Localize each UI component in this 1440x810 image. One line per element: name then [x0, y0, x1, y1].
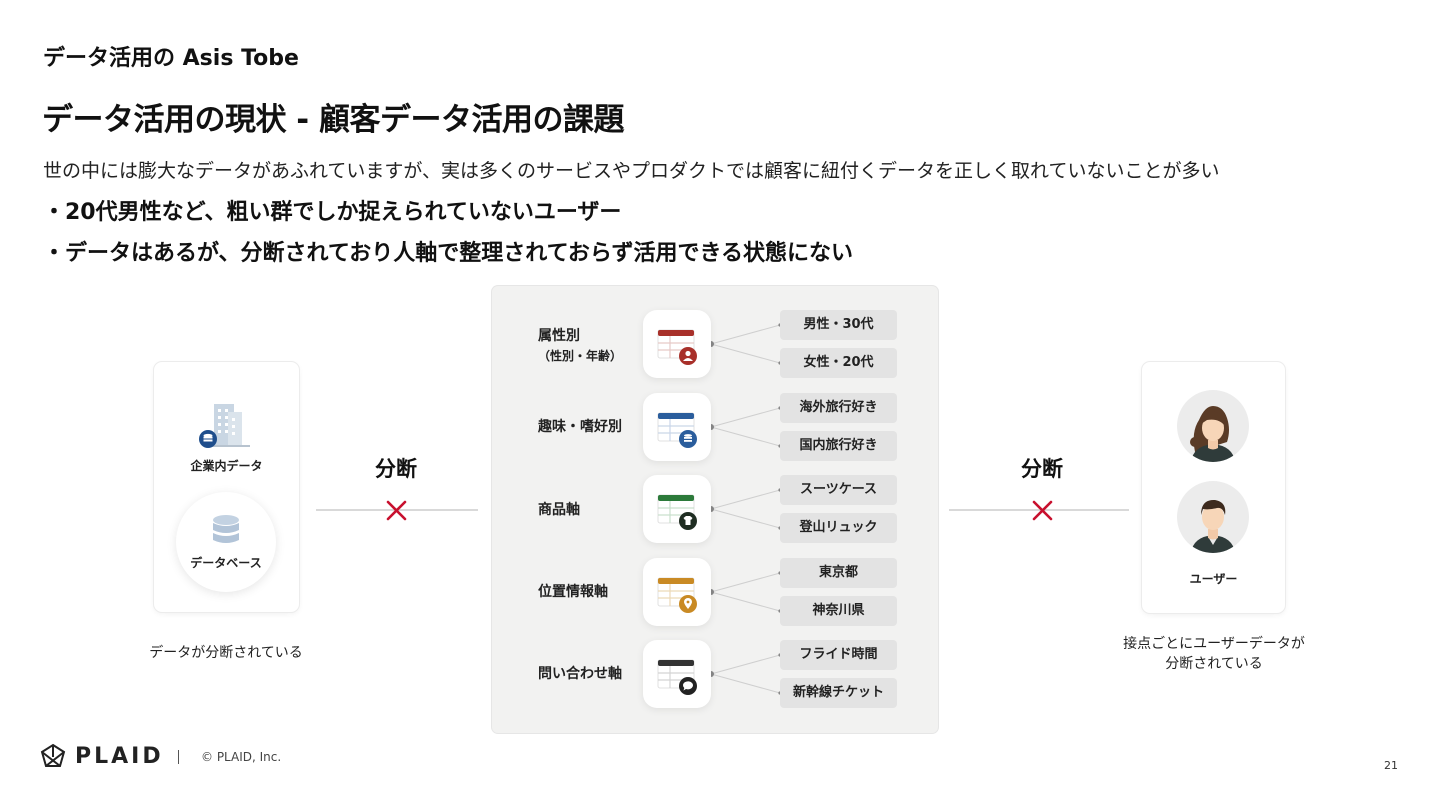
- lead-text: 世の中には膨大なデータがあふれていますが、実は多くのサービスやプロダクトでは顧客…: [43, 160, 1220, 182]
- bullet-1: ・20代男性など、粗い群でしか捉えられていないユーザー: [43, 200, 622, 225]
- chip-flight-time: フライド時間: [780, 640, 897, 670]
- internal-data-card: 企業内データ データベース: [154, 362, 299, 612]
- chip-domestic-travel: 国内旅行好き: [780, 431, 897, 461]
- chip-kanagawa: 神奈川県: [780, 596, 897, 626]
- row-label-hobby: 趣味・嗜好別: [538, 419, 622, 435]
- footer-separator: [178, 750, 179, 764]
- chip-shinkansen-ticket: 新幹線チケット: [780, 678, 897, 708]
- building-database-icon: [198, 400, 254, 454]
- right-caption-line2: 分断されている: [1165, 656, 1263, 672]
- plaid-logo: PLAID: [40, 743, 164, 769]
- section-kicker: データ活用の Asis Tobe: [43, 46, 299, 71]
- left-split-label: 分断: [375, 457, 417, 481]
- left-caption: データが分断されている: [149, 645, 303, 661]
- table-person-icon: [643, 310, 711, 378]
- row-label-location: 位置情報軸: [538, 584, 608, 600]
- chip-female-20s: 女性・20代: [780, 348, 897, 378]
- page-number: 21: [1384, 759, 1398, 772]
- left-x-mark-icon: [386, 500, 407, 525]
- row-label-product: 商品軸: [538, 502, 580, 518]
- company-data-label: 企業内データ: [190, 459, 263, 473]
- right-caption-line1: 接点ごとにユーザーデータが: [1123, 636, 1305, 652]
- copyright: © PLAID, Inc.: [201, 750, 282, 764]
- database-label: データベース: [190, 556, 262, 570]
- row-label-inquiry: 問い合わせ軸: [538, 666, 622, 682]
- table-location-icon: [643, 558, 711, 626]
- row-label-line1: 属性別: [538, 328, 580, 344]
- right-connector-line: [949, 509, 1129, 511]
- right-split-label: 分断: [1021, 457, 1063, 481]
- male-user-avatar-icon: [1177, 481, 1249, 553]
- bullet-2: ・データはあるが、分断されており人軸で整理されておらず活用できる状態にない: [43, 241, 854, 266]
- database-circle: データベース: [176, 492, 276, 592]
- link-lines: [708, 323, 782, 695]
- brand-name: PLAID: [75, 743, 164, 769]
- user-label: ユーザー: [1189, 572, 1238, 586]
- row-label-attribute: 属性別 （性別・年齢）: [538, 326, 622, 366]
- right-x-mark-icon: [1032, 500, 1053, 525]
- female-user-avatar-icon: [1177, 390, 1249, 462]
- row-label-line2: （性別・年齢）: [538, 349, 623, 363]
- data-categories-panel: 属性別 （性別・年齢） 男性・30代 女性・20代 趣味・嗜好別 海外旅行好き …: [492, 286, 938, 733]
- user-card: ユーザー: [1142, 362, 1285, 613]
- table-chat-icon: [643, 640, 711, 708]
- right-caption: 接点ごとにユーザーデータが 分断されている: [1110, 634, 1318, 674]
- database-icon: [211, 514, 241, 552]
- chip-backpack: 登山リュック: [780, 513, 897, 543]
- table-shirt-icon: [643, 475, 711, 543]
- chip-tokyo: 東京都: [780, 558, 897, 588]
- page-title: データ活用の現状 - 顧客データ活用の課題: [42, 102, 624, 138]
- plaid-logo-icon: [40, 743, 66, 767]
- table-database-icon: [643, 393, 711, 461]
- chip-overseas-travel: 海外旅行好き: [780, 393, 897, 423]
- chip-male-30s: 男性・30代: [780, 310, 897, 340]
- chip-suitcase: スーツケース: [780, 475, 897, 505]
